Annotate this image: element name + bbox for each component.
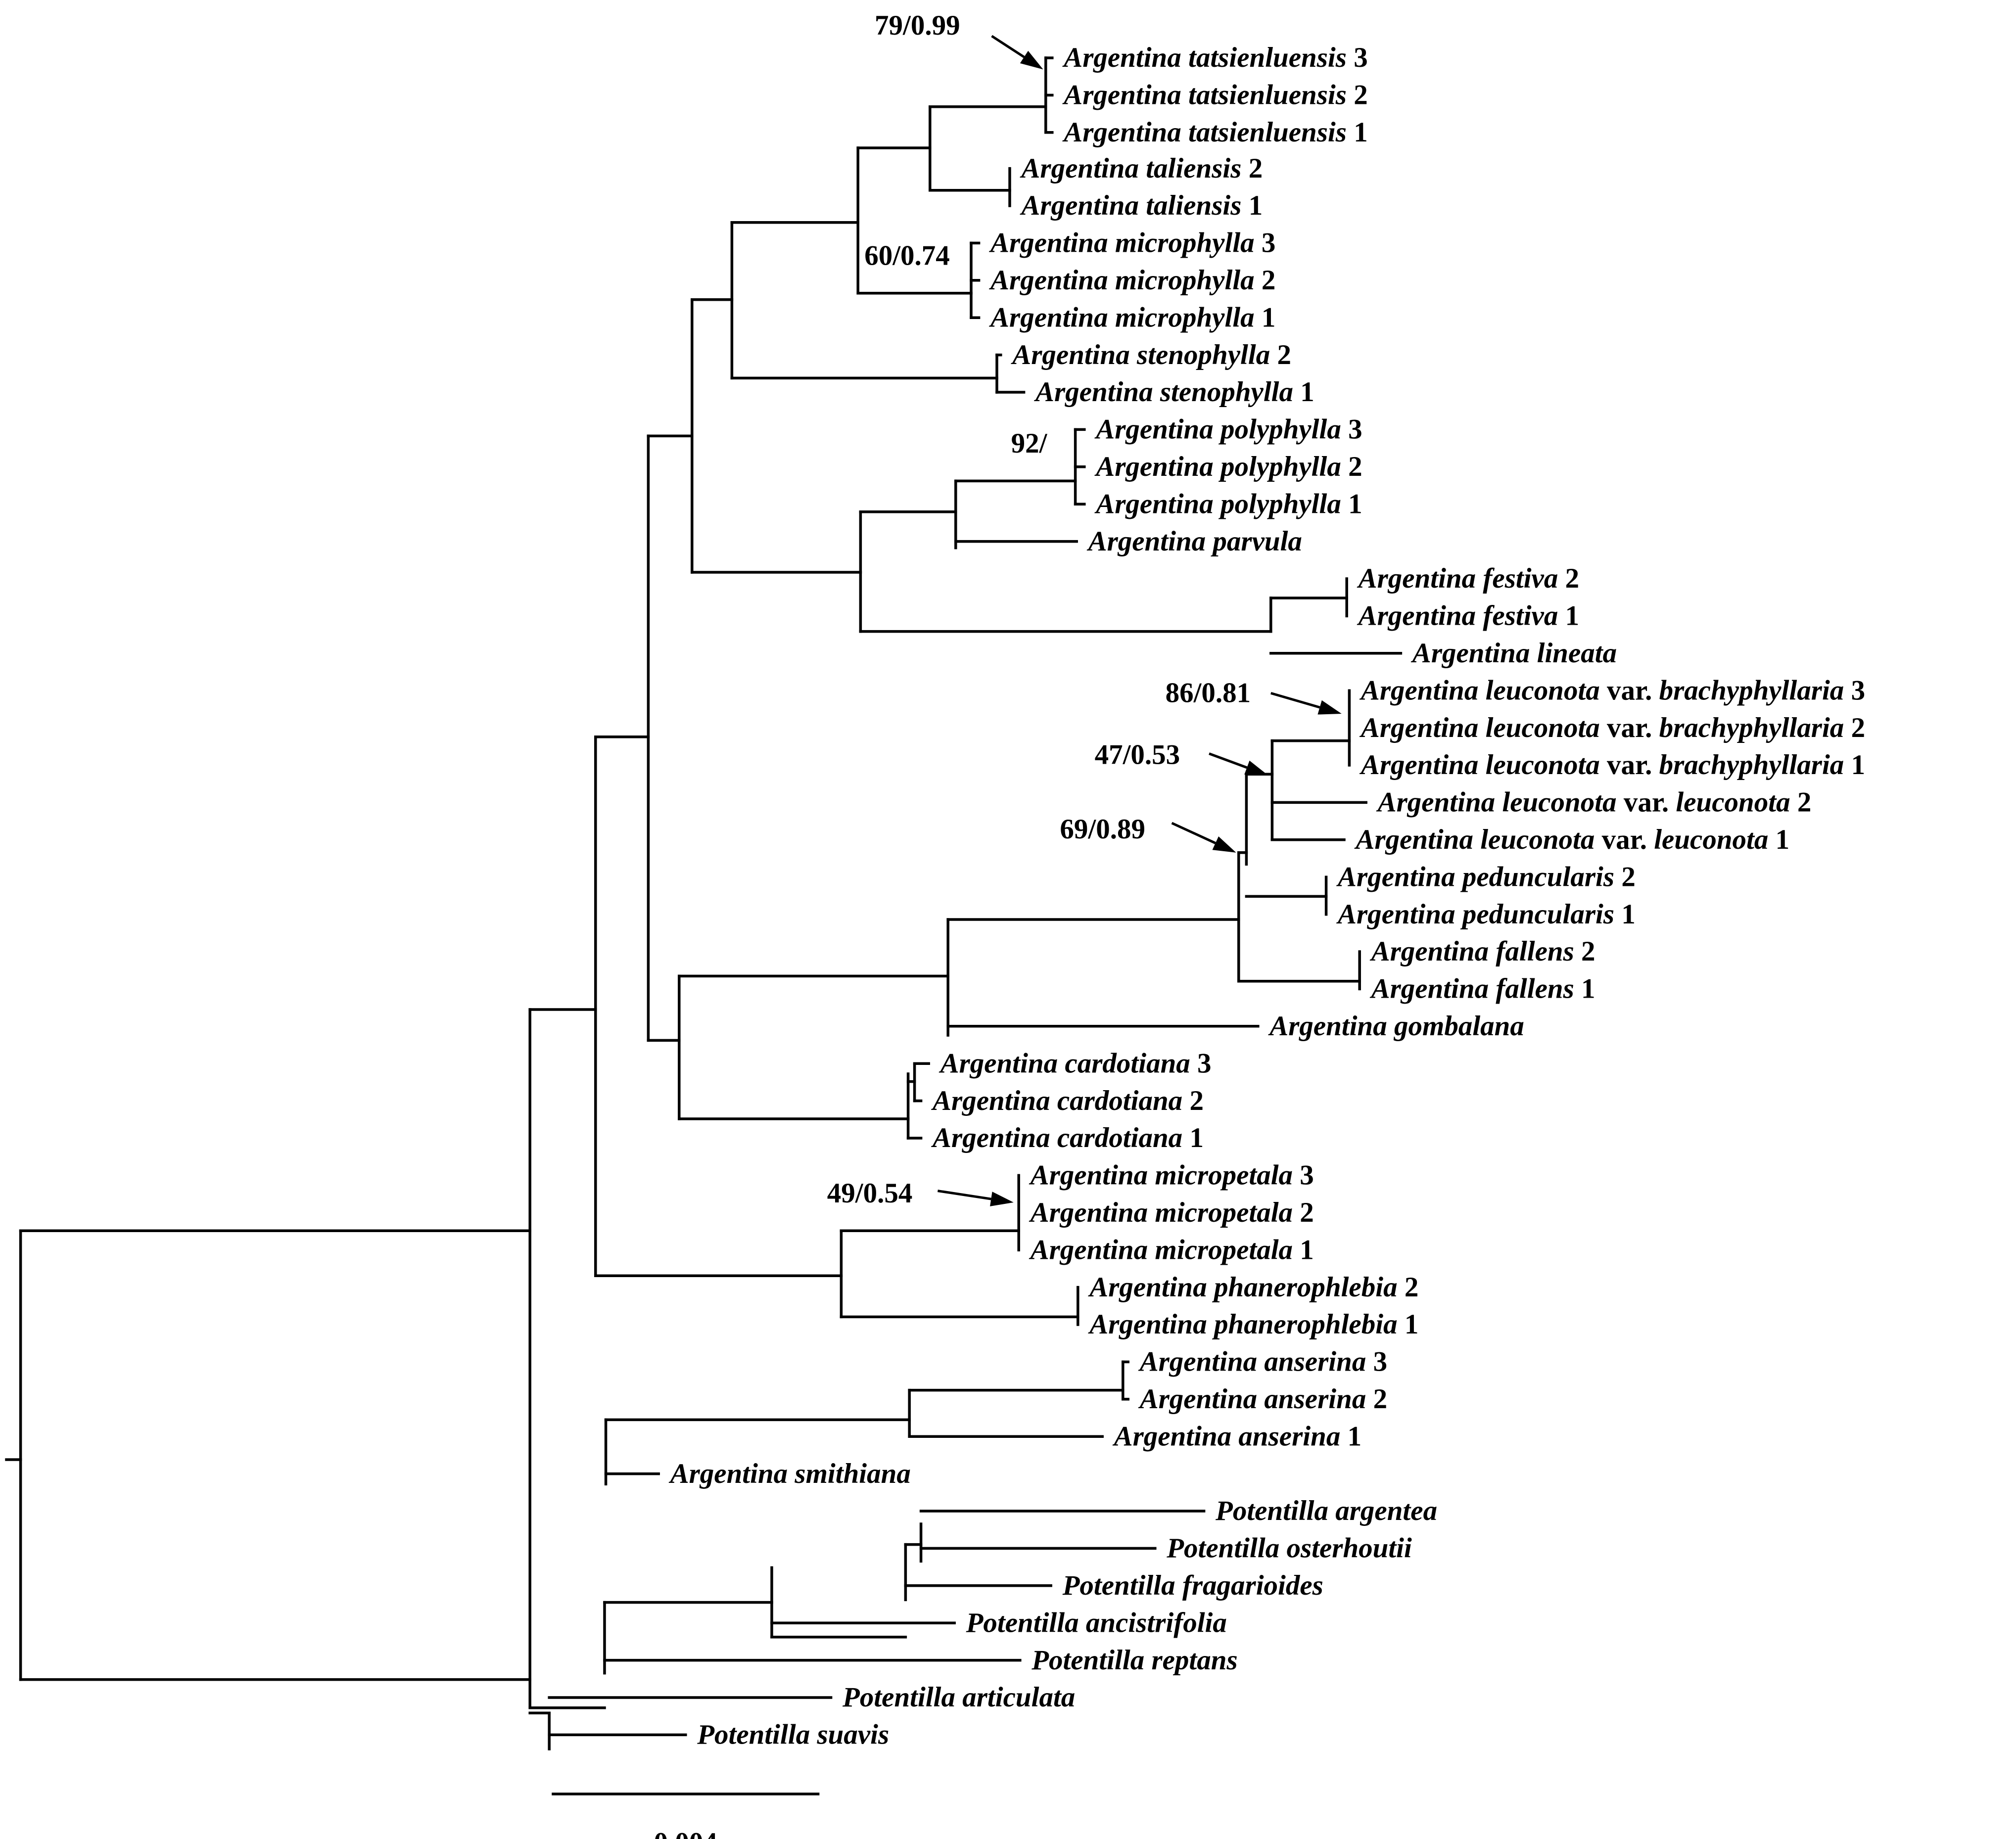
- tip-label: Argentina festiva 1: [1357, 600, 1580, 632]
- tip-label: Argentina fallens 1: [1370, 973, 1595, 1005]
- tip-label: Potentilla osterhoutii: [1166, 1533, 1412, 1564]
- tip-label: Potentilla ancistrifolia: [966, 1607, 1227, 1638]
- support-arrow-line: [1270, 691, 1320, 709]
- tip-label: Potentilla suavis: [697, 1719, 889, 1750]
- tip-label: Argentina micropetala 1: [1029, 1234, 1314, 1265]
- support-arrow-head: [1212, 836, 1236, 853]
- tip-label: Potentilla fragarioides: [1062, 1570, 1323, 1601]
- support-arrow-line: [938, 1190, 991, 1200]
- support-value: 79/0.99: [875, 10, 960, 41]
- support-arrow-head: [1244, 760, 1268, 776]
- scale-bar-label: 0.004: [654, 1827, 717, 1839]
- tip-label: Potentilla argentea: [1215, 1495, 1437, 1526]
- tip-label: Argentina lineata: [1411, 638, 1617, 669]
- support-arrow-head: [1020, 50, 1043, 70]
- tip-label: Argentina anserina 3: [1138, 1346, 1387, 1378]
- tip-label: Argentina leuconota var. leuconota 1: [1354, 824, 1789, 855]
- tip-label: Argentina polyphylla 2: [1094, 451, 1362, 482]
- support-value: 47/0.53: [1095, 739, 1180, 770]
- tip-label: Argentina fallens 2: [1370, 936, 1595, 967]
- support-arrow-head: [1317, 700, 1342, 715]
- tip-label: Argentina leuconota var. brachyphyllaria…: [1360, 712, 1865, 743]
- support-labels: 79/0.99 60/0.74 92/86/0.81 47/0.53 69/0.89 49…: [827, 10, 1251, 1209]
- tip-label: Potentilla articulata: [842, 1682, 1075, 1713]
- tip-label: Argentina anserina 2: [1138, 1383, 1387, 1415]
- tip-label: Argentina tatsienluensis 1: [1062, 117, 1368, 148]
- tip-label: Argentina leuconota var. brachyphyllaria…: [1360, 749, 1865, 781]
- tip-label: Argentina phanerophlebia 1: [1088, 1309, 1418, 1340]
- support-arrow-line: [1209, 752, 1248, 769]
- tip-label: Argentina taliensis 1: [1020, 190, 1263, 221]
- tip-label: Potentilla reptans: [1031, 1645, 1237, 1676]
- tip-label: Argentina tatsienluensis 2: [1062, 80, 1368, 111]
- tip-label: Argentina taliensis 2: [1020, 153, 1263, 184]
- tip-label: Argentina microphylla 3: [989, 228, 1275, 259]
- tip-label: Argentina anserina 1: [1113, 1421, 1361, 1452]
- support-value: 60/0.74: [864, 240, 950, 272]
- tip-label: Argentina peduncularis 1: [1336, 899, 1636, 930]
- tip-label: Argentina stenophylla 2: [1011, 339, 1291, 370]
- tip-label: Argentina smithiana: [669, 1458, 911, 1489]
- tip-label: Argentina micropetala 3: [1029, 1160, 1314, 1191]
- tip-label: Argentina parvula: [1087, 526, 1302, 557]
- tip-label: Argentina gombalana: [1268, 1011, 1524, 1042]
- tip-labels: Argentina tatsienluensis 3 Argentina tats…: [669, 42, 1865, 1750]
- tip-label: Argentina stenophylla 1: [1034, 376, 1314, 408]
- tip-label: Argentina leuconota var. brachyphyllaria…: [1360, 675, 1865, 706]
- tree-branches: [5, 56, 1403, 1750]
- support-value: 92/: [1011, 428, 1048, 459]
- support-value: 86/0.81: [1166, 678, 1251, 709]
- tip-label: Argentina tatsienluensis 3: [1062, 42, 1368, 73]
- support-value: 49/0.54: [827, 1178, 913, 1209]
- tip-label: Argentina leuconota var. leuconota 2: [1376, 787, 1812, 818]
- tip-label: Argentina microphylla 1: [989, 302, 1275, 333]
- support-arrow-line: [1171, 822, 1216, 844]
- tip-label: Argentina phanerophlebia 2: [1088, 1272, 1418, 1303]
- support-value: 69/0.89: [1060, 814, 1145, 845]
- tip-label: Argentina micropetala 2: [1029, 1197, 1314, 1228]
- support-arrow-head: [990, 1192, 1014, 1206]
- tip-label: Argentina cardotiana 2: [931, 1085, 1204, 1116]
- tip-label: Argentina microphylla 2: [989, 265, 1275, 296]
- support-arrow-line: [991, 35, 1025, 58]
- scale-bar: 0.004: [552, 1793, 820, 1839]
- tip-label: Argentina cardotiana 1: [931, 1122, 1204, 1153]
- tip-label: Argentina polyphylla 1: [1094, 488, 1362, 519]
- tip-label: Argentina peduncularis 2: [1336, 861, 1636, 892]
- tip-label: Argentina polyphylla 3: [1094, 414, 1362, 445]
- tip-label: Argentina cardotiana 3: [939, 1048, 1212, 1079]
- tip-label: Argentina festiva 2: [1357, 563, 1580, 594]
- support-arrows: [938, 35, 1342, 1206]
